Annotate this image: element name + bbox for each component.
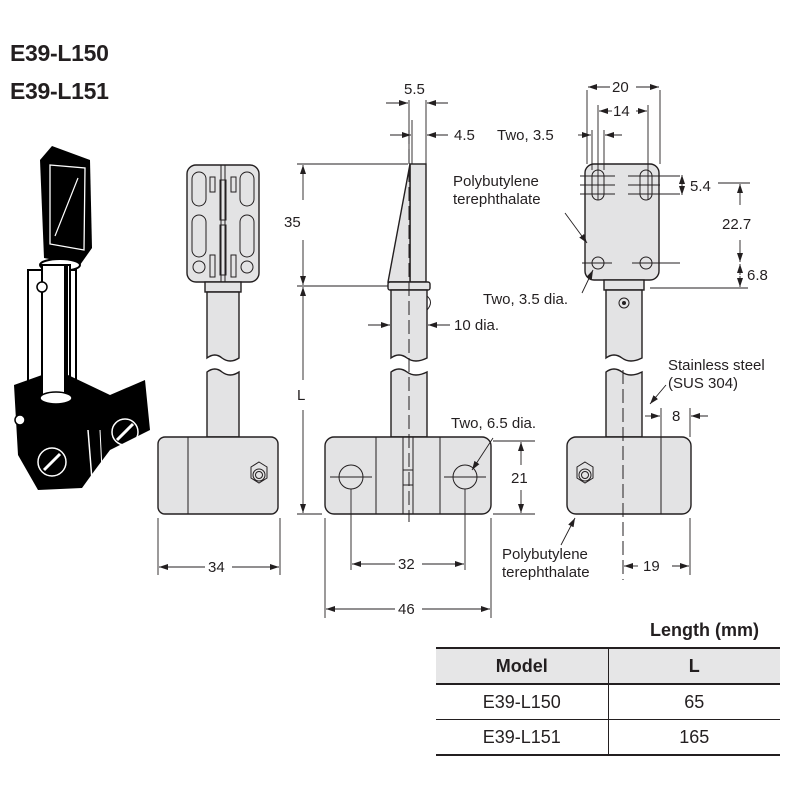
dim-10-dia: 10 dia. (454, 317, 499, 334)
cell-length: 65 (608, 684, 780, 720)
dim-4-5: 4.5 (454, 127, 475, 144)
table-caption: Length (mm) (650, 620, 759, 640)
table-row: E39-L151 165 (436, 719, 780, 755)
dim-two-3-5-slot: Two, 3.5 (497, 127, 554, 144)
material-pbt-bottom-line2: terephthalate (502, 564, 590, 581)
dim-35: 35 (284, 214, 301, 231)
dim-32: 32 (398, 556, 415, 573)
product-illustration (14, 146, 150, 490)
dim-22-7: 22.7 (722, 216, 751, 233)
table-header-row: Model L (436, 648, 780, 685)
material-steel-line1: Stainless steel (668, 357, 765, 374)
cell-length: 165 (679, 726, 710, 747)
dim-19: 19 (643, 558, 660, 575)
dim-14: 14 (613, 103, 630, 120)
dim-21: 21 (511, 470, 528, 487)
dim-5-4: 5.4 (690, 178, 711, 195)
model-title-2: E39-L151 (10, 78, 109, 104)
rear-view (566, 163, 692, 580)
dim-length-l: L (297, 387, 305, 404)
length-table: Model L E39-L150 65 E39-L151 165 (436, 647, 780, 756)
dim-5-5: 5.5 (404, 81, 425, 98)
material-steel-line2: (SUS 304) (668, 375, 738, 392)
header-model: Model (436, 648, 609, 685)
model-title-1: E39-L150 (10, 40, 109, 66)
material-pbt-top-line1: Polybutylene (453, 173, 539, 190)
dim-46: 46 (398, 601, 415, 618)
dim-6-8: 6.8 (747, 267, 768, 284)
cell-model: E39-L150 (436, 684, 609, 720)
dim-two-6-5-dia: Two, 6.5 dia. (451, 415, 536, 432)
header-l: L (608, 648, 780, 685)
table-row: E39-L150 65 (436, 684, 780, 720)
material-pbt-top-line2: terephthalate (453, 191, 541, 208)
side-view (324, 130, 492, 522)
dim-34: 34 (208, 559, 225, 576)
dim-20: 20 (612, 79, 629, 96)
front-view (157, 164, 279, 515)
dim-8: 8 (672, 408, 680, 425)
material-pbt-bottom-line1: Polybutylene (502, 546, 588, 563)
dim-two-3-5-dia: Two, 3.5 dia. (483, 291, 568, 308)
cell-model: E39-L151 (436, 719, 609, 755)
dimension-lines (157, 84, 750, 618)
